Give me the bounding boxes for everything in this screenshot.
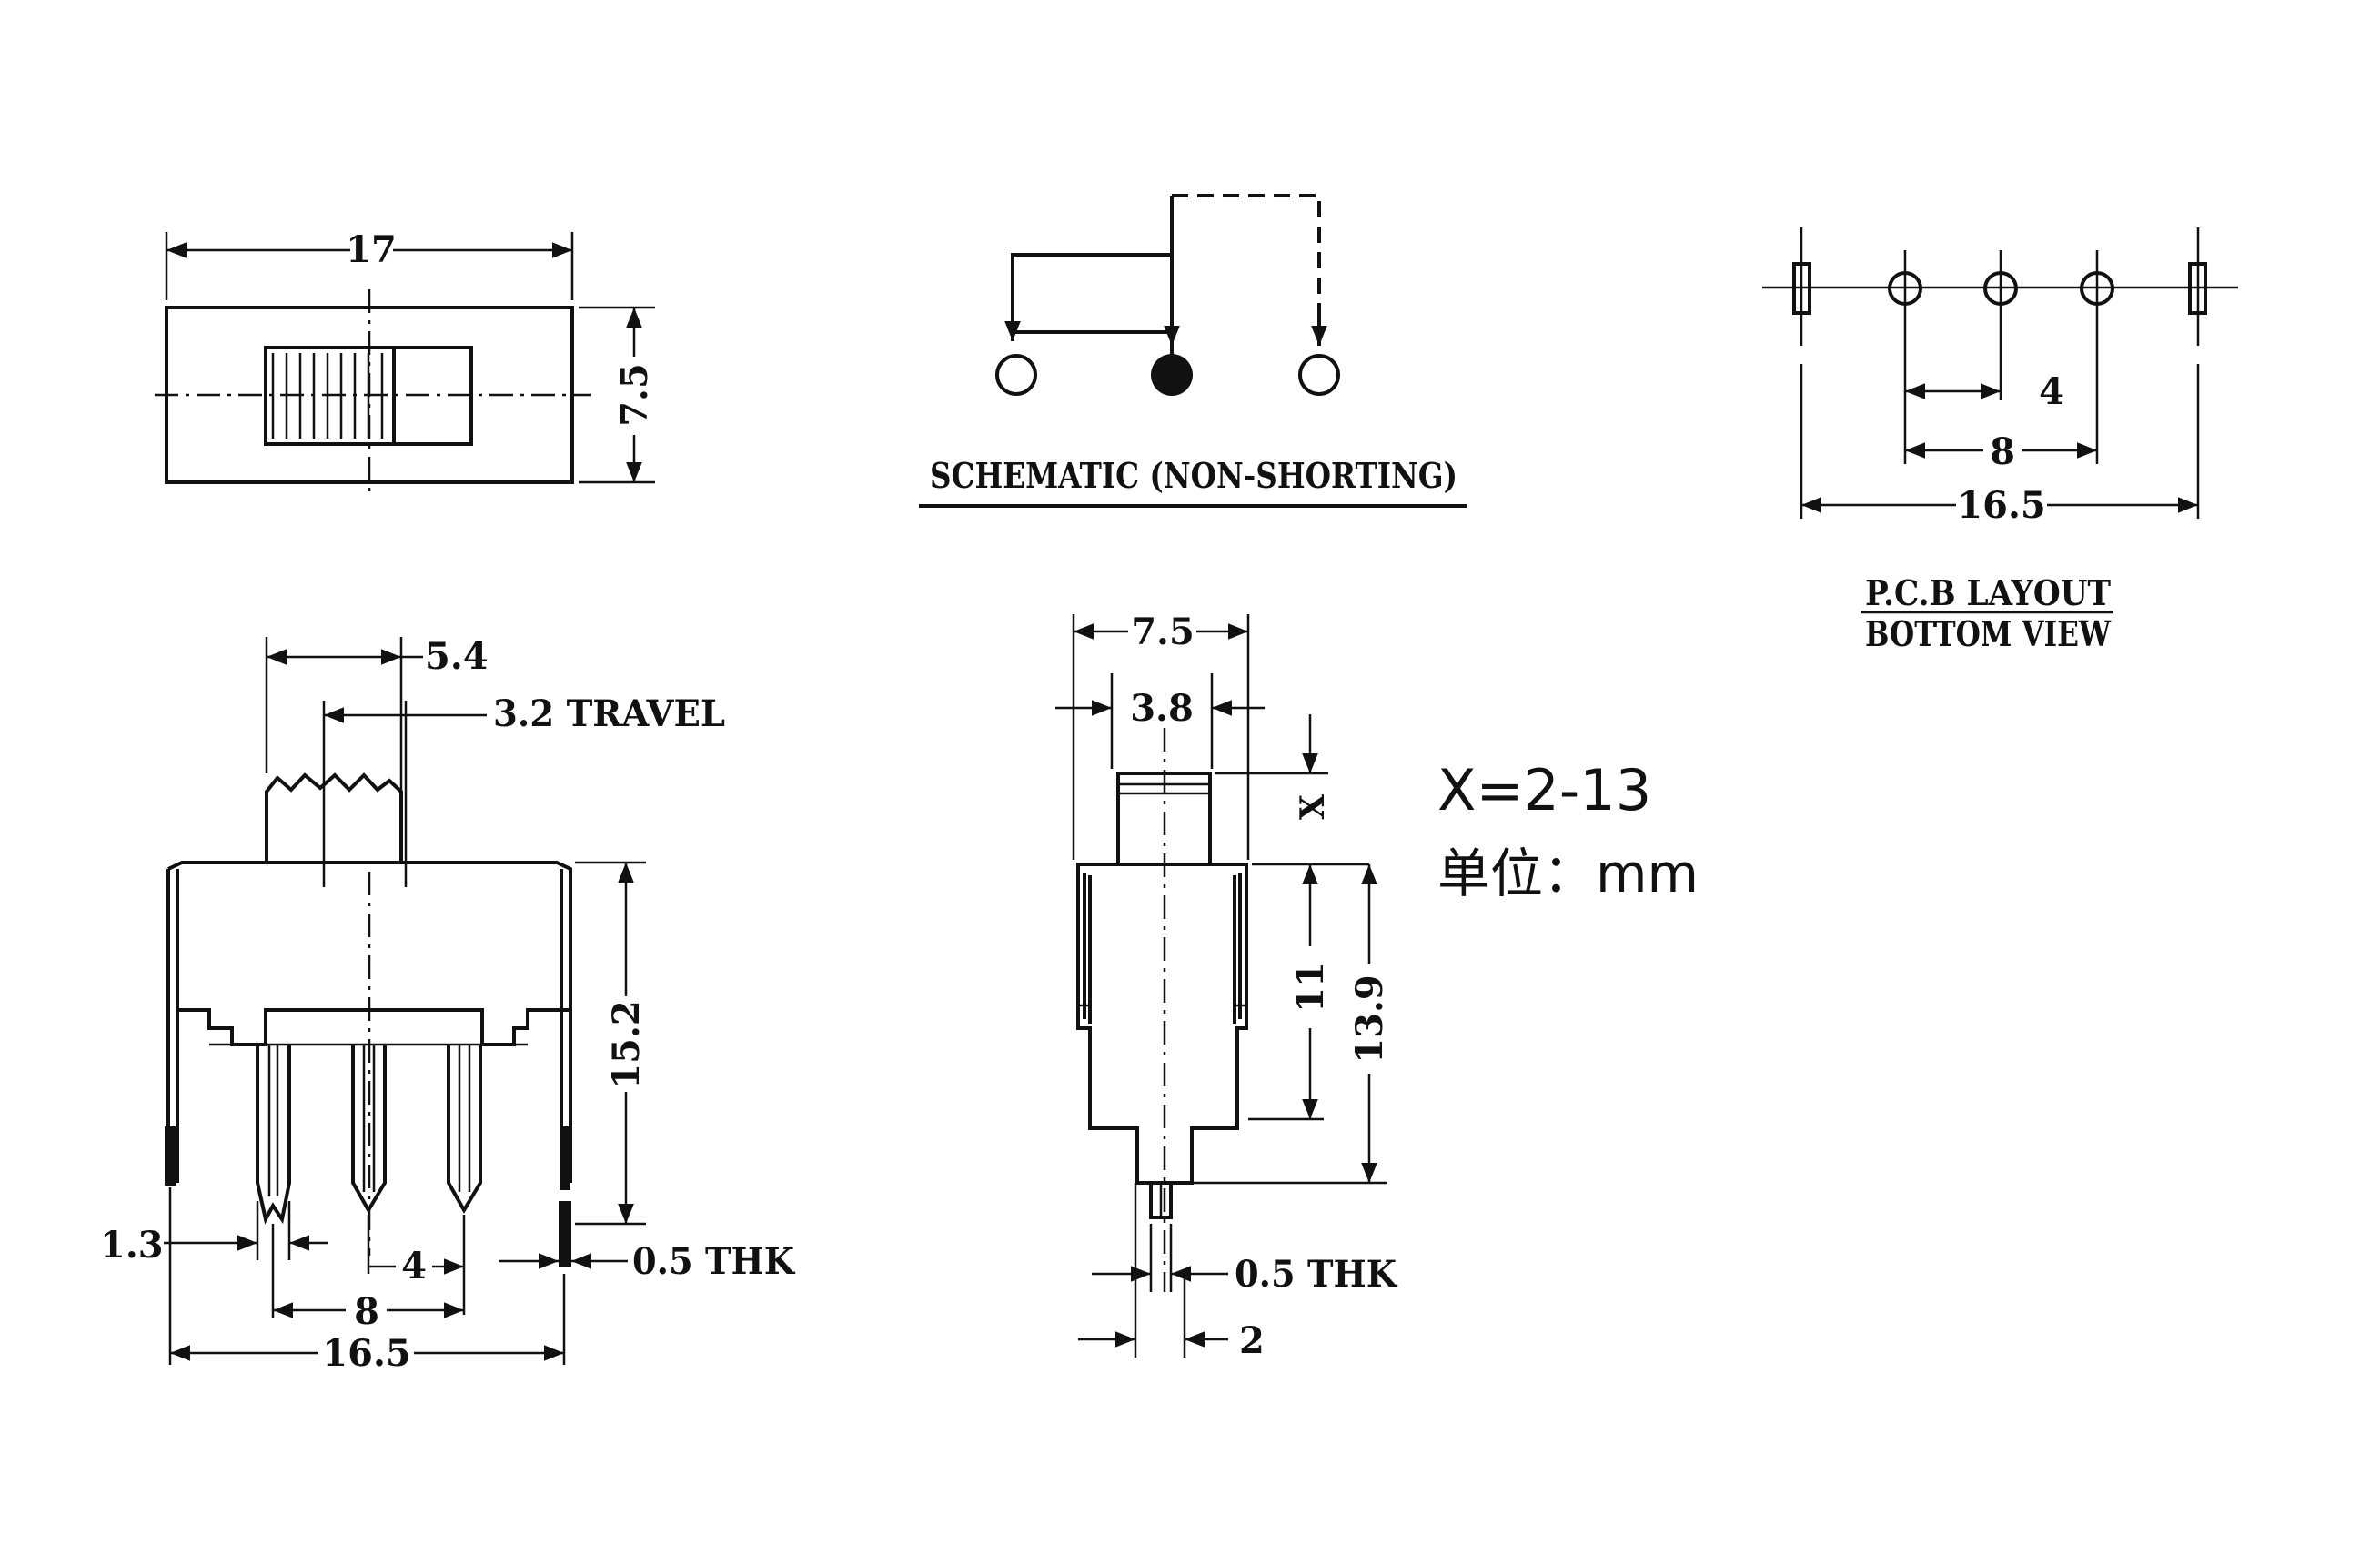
side-dim-offset: 2 <box>1239 1319 1265 1362</box>
unit-note: 单位：mm <box>1437 843 1699 904</box>
contact-right <box>1298 354 1340 396</box>
front-left-tab-end <box>165 1126 176 1186</box>
front-dim-pitch: 4 <box>401 1245 427 1287</box>
side-dim-actuator: 3.8 <box>1130 687 1194 730</box>
side-dim-body: 11 <box>1289 962 1332 1013</box>
contact-common <box>1151 354 1193 396</box>
pcb-dim-total: 16.5 <box>1957 484 2045 527</box>
x-range-note: X=2-13 <box>1437 757 1651 823</box>
pcb-layout: 4 8 16.5 P.C.B LAYOUT BOTTOM VIEW <box>1762 227 2238 654</box>
front-dim-height: 15.2 <box>605 1000 648 1088</box>
schematic-caption: SCHEMATIC (NON-SHORTING) <box>930 455 1457 496</box>
side-body-outline <box>1076 863 1248 1185</box>
front-dim-thickness: 0.5 THK <box>632 1240 795 1283</box>
front-dim-span: 8 <box>354 1290 379 1333</box>
dim-width-label: 17 <box>346 228 397 271</box>
pcb-dim-span: 8 <box>1990 430 2015 473</box>
side-view: 7.5 3.8 X 11 13.9 0.5 THK 2 <box>1055 611 1397 1362</box>
front-dim-travel: 3.2 TRAVEL <box>493 692 725 735</box>
pcb-caption-line2: BOTTOM VIEW <box>1865 613 2112 654</box>
side-dim-width: 7.5 <box>1131 611 1195 653</box>
side-dim-thickness: 0.5 THK <box>1235 1253 1397 1296</box>
notes: X=2-13 单位：mm <box>1437 757 1699 904</box>
pcb-dim-pitch: 4 <box>2039 370 2064 413</box>
front-view: 5.4 3.2 TRAVEL 15.2 1.3 4 0.5 THK 8 <box>100 635 795 1375</box>
dim-height-label: 7.5 <box>613 363 656 427</box>
schematic: SCHEMATIC (NON-SHORTING) <box>919 194 1467 508</box>
front-dim-pin-width: 1.3 <box>100 1224 164 1267</box>
front-actuator <box>265 772 403 863</box>
contact-left <box>995 354 1037 396</box>
front-dim-actuator: 5.4 <box>425 635 489 678</box>
pcb-caption-line1: P.C.B LAYOUT <box>1865 572 2111 613</box>
front-thickness-mark <box>559 1201 571 1267</box>
front-dim-total: 16.5 <box>322 1332 410 1375</box>
front-right-tab-end <box>560 1126 570 1190</box>
top-view: 17 7.5 <box>155 228 656 499</box>
side-dim-x: X <box>1294 794 1332 820</box>
side-dim-total: 13.9 <box>1348 974 1391 1063</box>
